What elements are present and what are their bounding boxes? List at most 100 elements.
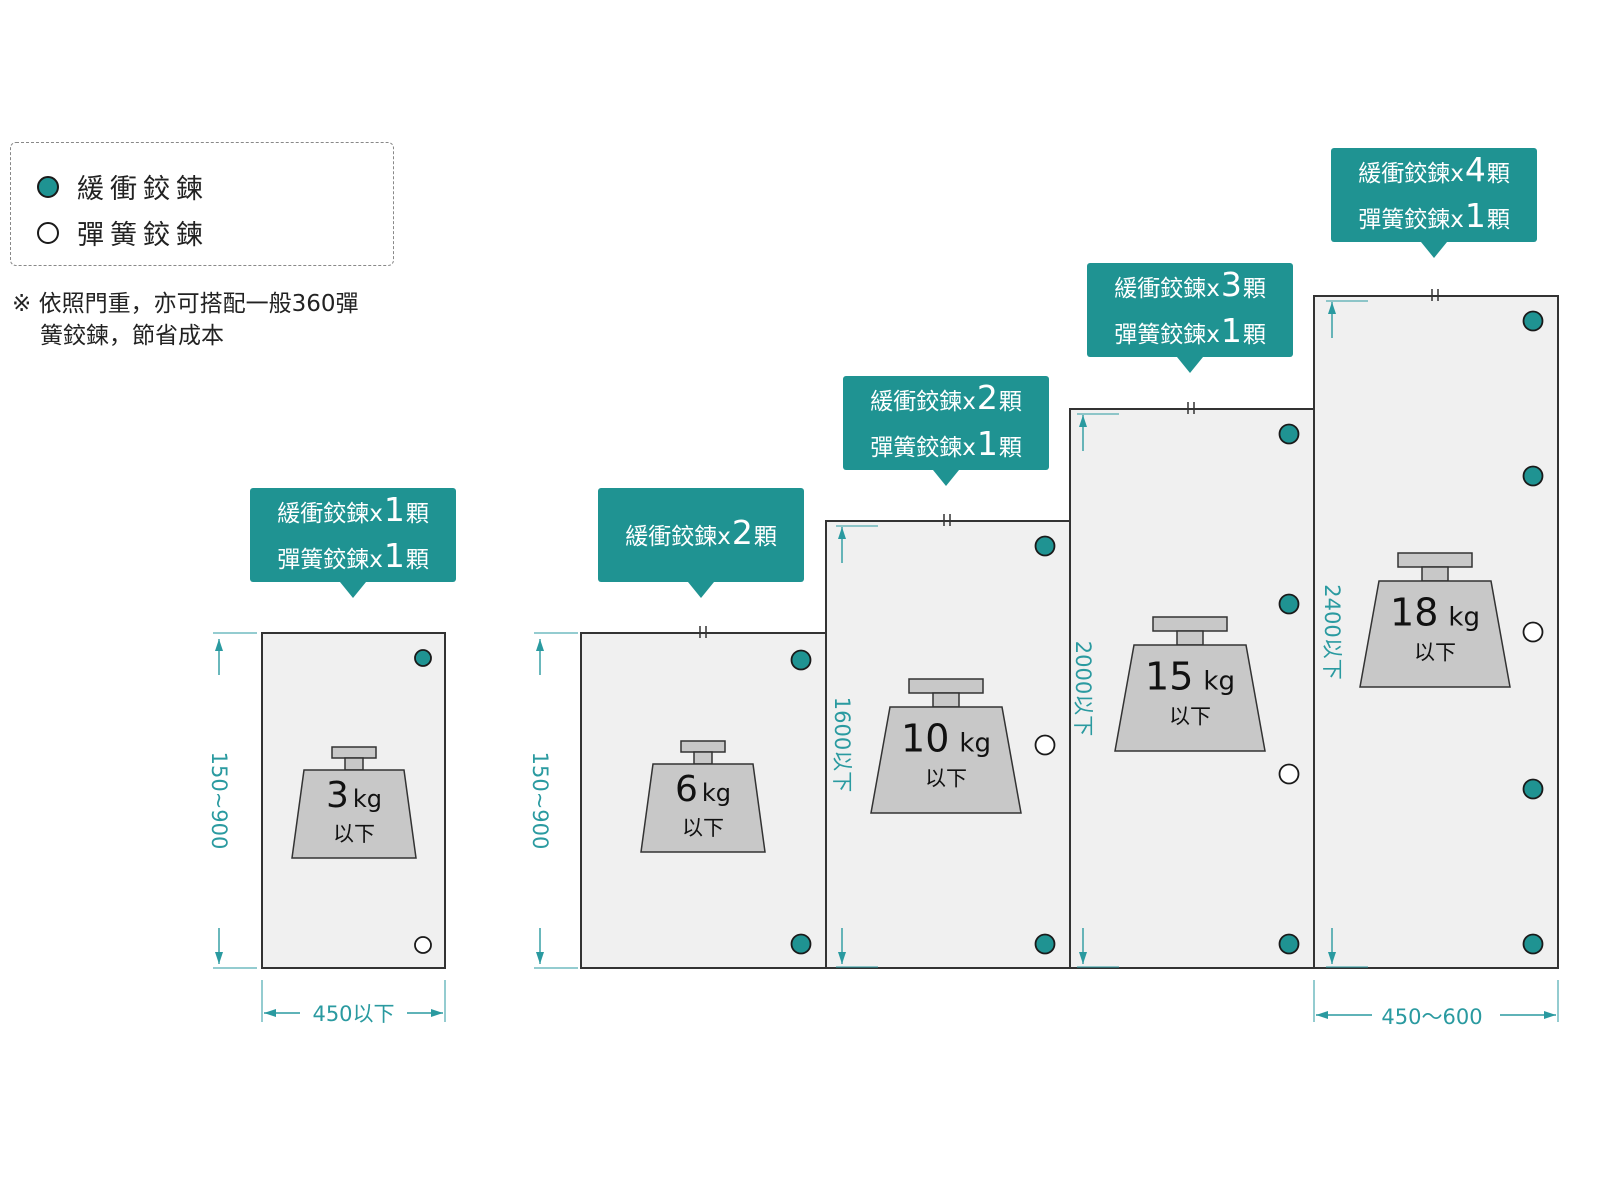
- callout-hinge-type: 緩衝鉸鍊x: [625, 524, 731, 550]
- group-width-dimension: 450～600: [1313, 980, 1559, 1029]
- weight-unit: kg: [1448, 603, 1480, 633]
- legend-spring-label: 彈簧鉸鍊: [77, 220, 209, 251]
- weight-suffix: 以下: [925, 767, 967, 791]
- dim-arrow-left: [264, 1009, 276, 1017]
- callout-count: 4: [1464, 150, 1486, 189]
- hinge-count-callout: 緩衝鉸鍊x2顆: [598, 488, 804, 598]
- height-label: 1600以下: [830, 697, 854, 792]
- callout-count: 1: [976, 424, 998, 463]
- weight-handle: [331, 746, 377, 759]
- spring-hinge-icon: [1278, 763, 1300, 785]
- hinge-count-callout: 緩衝鉸鍊x4顆彈簧鉸鍊x1顆: [1331, 148, 1537, 258]
- weight-unit: kg: [353, 785, 382, 813]
- weight-icon: [1359, 580, 1511, 688]
- hollow-circle-icon: [37, 221, 59, 244]
- hinge-count-callout: 緩衝鉸鍊x1顆彈簧鉸鍊x1顆: [250, 488, 456, 598]
- callout-unit: 顆: [1242, 322, 1266, 348]
- callout-count: 1: [1464, 196, 1486, 235]
- weight-neck: [1421, 566, 1449, 582]
- callout-line: 緩衝鉸鍊x2顆: [625, 512, 777, 558]
- dim-arrow-left: [1316, 1011, 1328, 1019]
- callout-count: 2: [976, 378, 998, 417]
- dim-arrow-down: [536, 952, 544, 964]
- weight-suffix: 以下: [1414, 641, 1456, 665]
- dim-arrow-right: [431, 1009, 443, 1017]
- dim-arrow-up: [536, 639, 544, 651]
- buffer-hinge-icon: [414, 649, 432, 667]
- weight-unit: kg: [702, 779, 731, 807]
- width-label: 450以下: [312, 1002, 394, 1026]
- buffer-hinge-icon: [1278, 593, 1300, 615]
- buffer-hinge-icon: [1522, 933, 1544, 955]
- buffer-hinge-icon: [1034, 535, 1056, 557]
- weight-number: 3: [326, 775, 349, 816]
- dim-arrow-down: [1079, 952, 1087, 964]
- weight-neck: [693, 751, 713, 765]
- legend-spring-hinge: 彈簧鉸鍊: [37, 213, 209, 252]
- filled-circle-icon: [37, 175, 59, 198]
- note-line-1: ※ 依照門重，亦可搭配一般360彈: [12, 291, 359, 317]
- callout-hinge-type: 緩衝鉸鍊x: [870, 389, 976, 415]
- weight-handle: [680, 740, 726, 753]
- callout-line: 彈簧鉸鍊x1顆: [1358, 195, 1510, 241]
- legend-buffer-hinge: 緩衝鉸鍊: [37, 167, 209, 206]
- weight-suffix: 以下: [682, 816, 724, 840]
- height-label: 150~900: [528, 752, 552, 850]
- buffer-hinge-icon: [1522, 465, 1544, 487]
- hinge-count-callout: 緩衝鉸鍊x3顆彈簧鉸鍊x1顆: [1087, 263, 1293, 373]
- weight-number: 15: [1145, 655, 1193, 699]
- callout-hinge-type: 緩衝鉸鍊x: [277, 501, 383, 527]
- callout-unit: 顆: [405, 501, 429, 527]
- height-label: 2000以下: [1071, 641, 1095, 736]
- callout-line: 彈簧鉸鍊x1顆: [870, 423, 1022, 469]
- dim-arrow-up: [838, 527, 846, 539]
- callout-unit: 顆: [998, 389, 1022, 415]
- buffer-hinge-icon: [1034, 933, 1056, 955]
- weight-icon: [291, 769, 417, 859]
- spring-hinge-icon: [1522, 621, 1544, 643]
- callout-count: 1: [1220, 311, 1242, 350]
- weight-suffix: 以下: [333, 822, 375, 846]
- weight-unit: kg: [959, 729, 991, 759]
- dim-arrow-up: [1079, 415, 1087, 427]
- callout-hinge-type: 緩衝鉸鍊x: [1114, 276, 1220, 302]
- weight-icon: [870, 706, 1022, 814]
- callout-unit: 顆: [405, 547, 429, 573]
- weight-suffix: 以下: [1169, 705, 1211, 729]
- callout-line: 緩衝鉸鍊x3顆: [1114, 264, 1266, 310]
- weight-neck: [344, 757, 364, 771]
- buffer-hinge-icon: [1522, 778, 1544, 800]
- buffer-hinge-icon: [1522, 310, 1544, 332]
- callout-hinge-type: 緩衝鉸鍊x: [1358, 161, 1464, 187]
- spring-hinge-icon: [414, 936, 432, 954]
- buffer-hinge-icon: [1278, 933, 1300, 955]
- callout-unit: 顆: [1242, 276, 1266, 302]
- note-line-2: 簧鉸鍊，節省成本: [40, 323, 224, 349]
- callout-line: 緩衝鉸鍊x1顆: [277, 489, 429, 535]
- group-width-label: 450～600: [1381, 1005, 1482, 1029]
- callout-count: 3: [1220, 265, 1242, 304]
- dim-arrow-up: [1328, 302, 1336, 314]
- legend-buffer-label: 緩衝鉸鍊: [77, 174, 209, 205]
- dim-arrow-right: [1544, 1011, 1556, 1019]
- height-label: 2400以下: [1320, 584, 1344, 679]
- callout-hinge-type: 彈簧鉸鍊x: [1114, 322, 1220, 348]
- weight-handle: [1397, 552, 1473, 568]
- callout-hinge-type: 彈簧鉸鍊x: [277, 547, 383, 573]
- hinge-count-callout: 緩衝鉸鍊x2顆彈簧鉸鍊x1顆: [843, 376, 1049, 486]
- callout-unit: 顆: [1486, 161, 1510, 187]
- dim-arrow-down: [1328, 952, 1336, 964]
- callout-unit: 顆: [1486, 207, 1510, 233]
- callout-line: 緩衝鉸鍊x4顆: [1358, 149, 1510, 195]
